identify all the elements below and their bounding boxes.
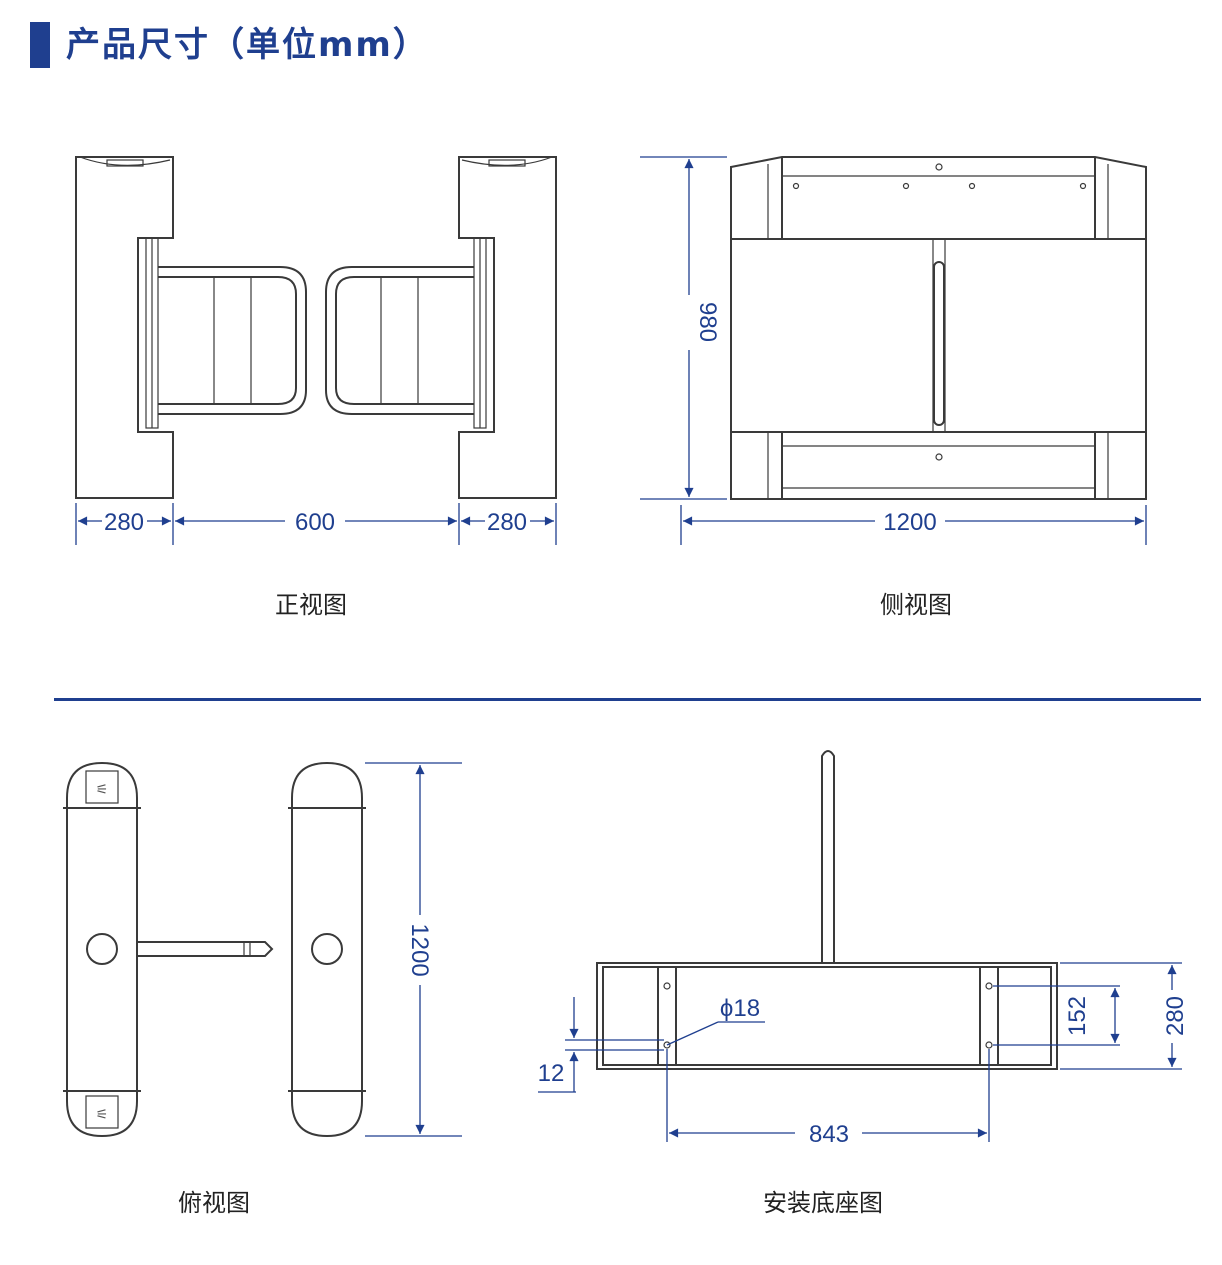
base-view-caption: 安装底座图 [763, 1189, 883, 1217]
page-title: 产品尺寸（单位mm） [66, 25, 429, 65]
front-view-drawing [75, 156, 557, 545]
front-dim-right: 280 [487, 509, 527, 536]
front-dim-left: 280 [104, 509, 144, 536]
front-dim-middle: 600 [295, 509, 335, 536]
top-dim-length: 1200 [406, 923, 433, 976]
top-view-caption: 俯视图 [178, 1189, 250, 1217]
title-accent-bar [30, 22, 50, 68]
base-dim-hole-spacing: 152 [1064, 996, 1091, 1036]
side-view-caption: 侧视图 [880, 591, 952, 619]
svg-text:⚟: ⚟ [96, 782, 109, 798]
section-divider [54, 698, 1201, 701]
front-view-caption: 正视图 [275, 591, 347, 619]
base-dim-offset: 12 [538, 1060, 565, 1087]
left-cabinet [75, 156, 174, 499]
base-dim-hole-distance: 843 [809, 1121, 849, 1148]
side-dim-width: 1200 [883, 509, 936, 536]
right-wing [325, 266, 474, 415]
base-view-drawing [538, 750, 1182, 1142]
svg-text:⚟: ⚟ [96, 1107, 109, 1123]
side-dim-height: 980 [694, 302, 721, 342]
base-dim-depth: 280 [1162, 996, 1189, 1036]
side-view-drawing [640, 156, 1147, 545]
right-cabinet [458, 156, 557, 499]
left-wing [158, 266, 307, 415]
base-dim-hole: ϕ18 [720, 995, 760, 1022]
top-view-drawing: ⚟ ⚟ [63, 761, 462, 1138]
